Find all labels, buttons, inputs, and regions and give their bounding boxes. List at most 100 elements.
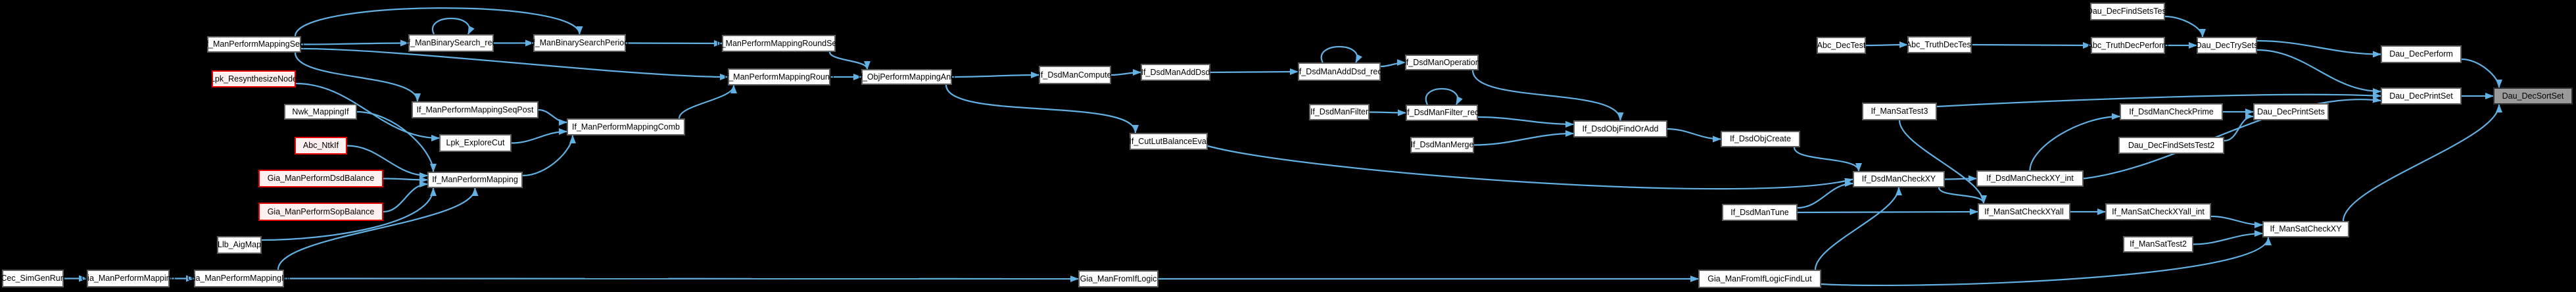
- node-if-dsdobjfindoradd[interactable]: If_DsdObjFindOrAdd: [1573, 120, 1667, 137]
- call-edge: [1667, 128, 1721, 143]
- node-if-dsdmantune[interactable]: If_DsdManTune: [1722, 204, 1798, 221]
- self-loop-edge: [1425, 88, 1463, 105]
- call-edge: [300, 47, 728, 80]
- call-edge: [294, 7, 583, 37]
- call-edge: [1814, 187, 1902, 270]
- node-if-dsdmancheckxy-int[interactable]: If_DsdManCheckXY_int: [1976, 170, 2084, 187]
- call-edge: [2193, 230, 2263, 245]
- node-if-mansatcheckxyall[interactable]: If_ManSatCheckXYall: [1978, 203, 2070, 220]
- node-llb-aigmap[interactable]: Llb_AigMap: [217, 236, 262, 254]
- node-gia-manperformdsdbalance[interactable]: Gia_ManPerformDsdBalance: [258, 170, 383, 187]
- call-edge: [283, 275, 1079, 282]
- self-loop-edge: [1320, 46, 1363, 63]
- node-if-dsdmancheckxy[interactable]: If_DsdManCheckXY: [1853, 171, 1945, 187]
- node-lpk-explorecut[interactable]: Lpk_ExploreCut: [439, 134, 512, 152]
- node-lpk-resynthesizenode[interactable]: Lpk_ResynthesizeNode: [210, 70, 297, 87]
- node-if-manperformmappingseqpost[interactable]: If_ManPerformMappingSeqPost: [412, 101, 538, 118]
- call-edge: [828, 51, 871, 70]
- node-abc-truthdecperform[interactable]: Abc_TruthDecPerform: [2087, 37, 2168, 54]
- node-gia-manfromiflogic[interactable]: Gia_ManFromIfLogic: [1078, 270, 1158, 287]
- node-if-mansatcheckxy[interactable]: If_ManSatCheckXY: [2262, 221, 2349, 237]
- call-edge: [2256, 49, 2381, 95]
- call-edge: [2164, 15, 2206, 37]
- node-dau-decperform[interactable]: Dau_DecPerform: [2381, 45, 2462, 63]
- node-if-dsdmanadddsd[interactable]: If_DsdManAddDsd: [1141, 64, 1210, 81]
- node-if-manperformmapping[interactable]: If_ManPerformMapping: [427, 172, 523, 188]
- node-abc-truthdectest[interactable]: Abc_TruthDecTest: [1906, 36, 1973, 53]
- node-if-mansattest3[interactable]: If_ManSatTest3: [1862, 103, 1937, 120]
- node-if-dsdmancompute[interactable]: If_DsdManCompute: [1038, 66, 1112, 84]
- node-if-dsdmanadddsd-rec[interactable]: If_DsdManAddDsd_rec: [1297, 62, 1382, 81]
- node-gia-manperformmapping[interactable]: Gia_ManPerformMapping: [81, 270, 176, 287]
- call-edge: [383, 176, 428, 183]
- call-edge: [383, 181, 428, 213]
- call-edge: [2029, 113, 2120, 171]
- node-if-dsdmanfilter[interactable]: If_DsdManFilter: [1309, 104, 1370, 120]
- node-gia-manperformmappingint[interactable]: Gia_ManPerformMappingInt: [187, 270, 291, 287]
- call-edge: [945, 84, 1139, 134]
- node-gia-manperformsopbalance[interactable]: Gia_ManPerformSopBalance: [258, 203, 383, 221]
- call-edge: [1471, 70, 1624, 121]
- node-nwk-mappingif[interactable]: Nwk_MappingIf: [284, 104, 357, 120]
- node-dau-decprintsets[interactable]: Dau_DecPrintSets: [2253, 103, 2329, 120]
- call-edge: [1207, 145, 1853, 190]
- call-edge: [294, 52, 421, 102]
- call-edge: [1369, 109, 1406, 116]
- node-gia-manfromiflogicfindlut[interactable]: Gia_ManFromIfLogicFindLut: [1698, 270, 1821, 288]
- call-edge: [678, 85, 737, 119]
- node-if-manperformmappingroundseq[interactable]: If_ManPerformMappingRoundSeq: [717, 35, 841, 52]
- node-if-manperformmappingseq[interactable]: If_ManPerformMappingSeq: [204, 36, 304, 53]
- call-edge: [1936, 92, 2381, 108]
- call-edge: [1477, 116, 1574, 128]
- call-edge: [261, 187, 437, 241]
- call-edge: [295, 82, 440, 141]
- self-loop-edge: [431, 18, 475, 35]
- call-edge: [538, 109, 567, 126]
- call-edge: [1898, 120, 1987, 204]
- call-edge: [951, 72, 1039, 79]
- call-edge: [300, 39, 409, 47]
- call-edge: [277, 187, 479, 270]
- call-edge: [1380, 59, 1406, 68]
- node-dau-decsortset[interactable]: Dau_DecSortSet: [2493, 87, 2573, 105]
- call-edge: [1821, 237, 2272, 286]
- node-if-mansatcheckxyall-int[interactable]: If_ManSatCheckXYall_int: [2105, 203, 2211, 220]
- call-edge: [346, 145, 428, 179]
- node-if-mansattest2[interactable]: If_ManSatTest2: [2123, 236, 2193, 253]
- node-if-dsdmanfilter-rec[interactable]: If_DsdManFilter_rec: [1405, 105, 1479, 121]
- call-edge: [2256, 39, 2381, 58]
- node-dau-decfindsetstest[interactable]: Dau_DecFindSetsTest: [2087, 3, 2168, 20]
- node-if-manbinarysearchperiod[interactable]: If_ManBinarySearchPeriod: [531, 34, 629, 52]
- call-edge: [1110, 69, 1141, 76]
- node-if-manbinarysearch-rec[interactable]: If_ManBinarySearch_rec: [406, 34, 496, 52]
- call-edge: [2210, 215, 2263, 228]
- call-edge: [625, 39, 723, 47]
- call-edge: [522, 135, 576, 177]
- call-edge: [356, 110, 437, 172]
- call-edge: [1473, 130, 1574, 146]
- node-if-dsdobjcreate[interactable]: If_DsdObjCreate: [1721, 131, 1800, 147]
- call-edge: [1797, 180, 1853, 209]
- node-abc-ntkif[interactable]: Abc_NtkIf: [295, 137, 347, 155]
- node-if-manperformmappingcomb[interactable]: If_ManPerformMappingComb: [567, 118, 685, 135]
- node-dau-decprintset[interactable]: Dau_DecPrintSet: [2381, 87, 2462, 105]
- call-edge: [2083, 96, 2381, 180]
- call-edge: [2224, 113, 2254, 142]
- node-if-dsdmanoperation[interactable]: If_DsdManOperation: [1404, 55, 1480, 70]
- node-dau-dectrysets[interactable]: Dau_DecTrySets: [2196, 37, 2258, 54]
- node-if-dsdmancheckprime[interactable]: If_DsdManCheckPrime: [2120, 103, 2223, 120]
- call-edge: [1938, 187, 1987, 204]
- node-if-manperformmappinground[interactable]: If_ManPerformMappingRound: [724, 68, 834, 85]
- node-if-dsdmanmerge[interactable]: If_DsdManMerge: [1410, 137, 1474, 153]
- call-edge: [511, 128, 567, 144]
- node-cec-simgenrun[interactable]: Cec_SimGenRun: [1, 270, 65, 287]
- node-abc-dectest[interactable]: Abc_DecTest: [1817, 37, 1866, 54]
- node-dau-decfindsetstest2[interactable]: Dau_DecFindSetsTest2: [2118, 137, 2224, 154]
- call-edge: [1793, 147, 1862, 172]
- call-edge: [1944, 175, 1977, 182]
- call-edge: [2342, 104, 2502, 222]
- node-if-objperformmappingand[interactable]: If_ObjPerformMappingAnd: [858, 69, 955, 85]
- node-if-cutlutbalanceeval[interactable]: If_CutLutBalanceEval: [1129, 133, 1208, 150]
